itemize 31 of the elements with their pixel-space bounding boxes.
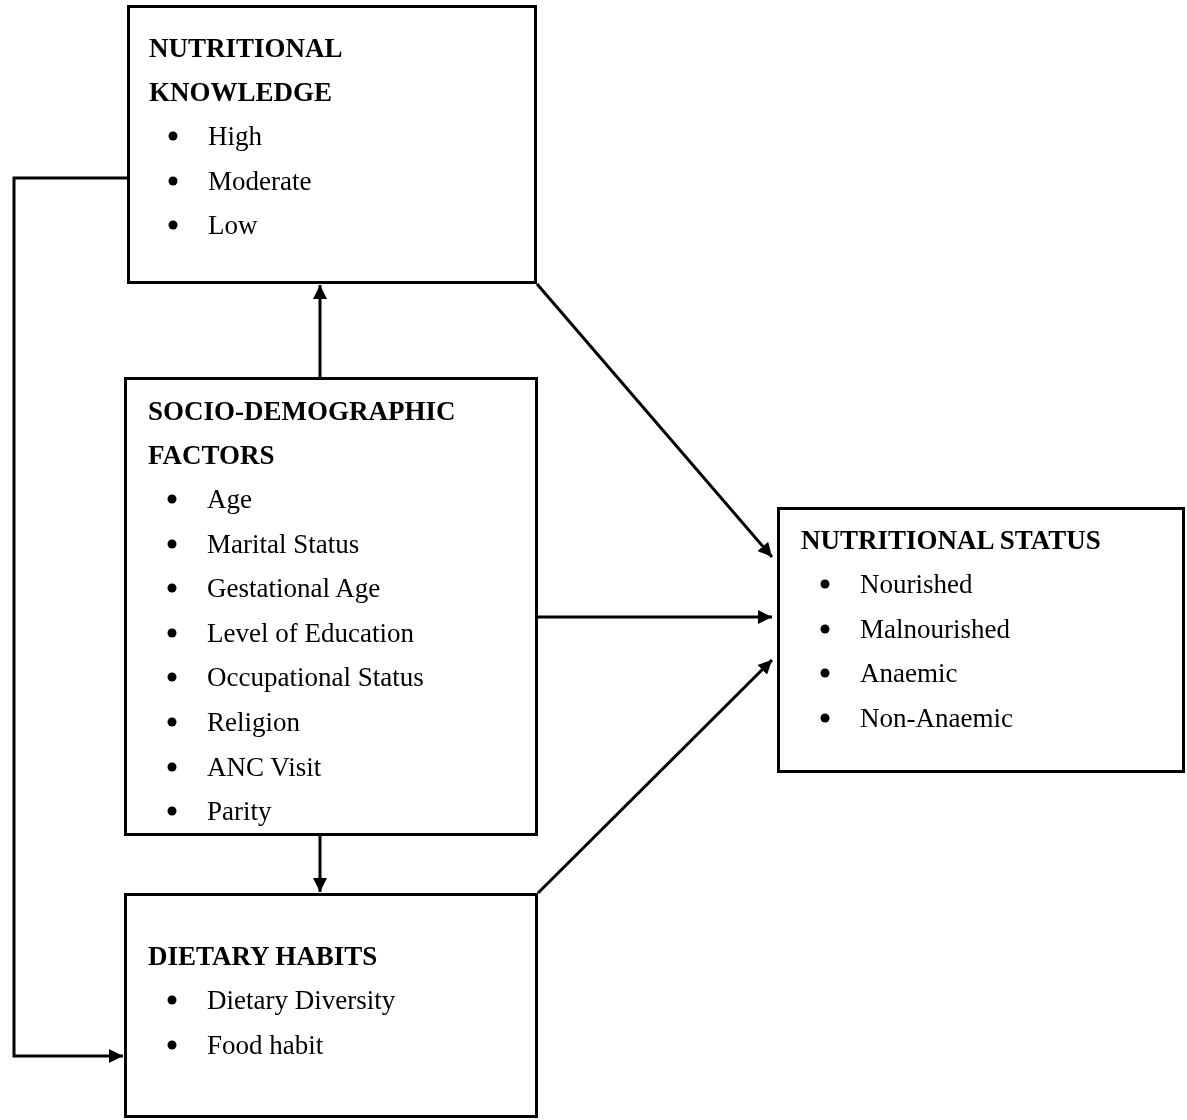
list-item: Gestational Age xyxy=(207,573,381,604)
list-item: High xyxy=(208,121,262,151)
list-item: Food habit xyxy=(207,1029,324,1060)
list-item: Nourished xyxy=(860,569,973,599)
list-item: Non-Anaemic xyxy=(860,702,1013,733)
list-item: Age xyxy=(207,484,252,514)
arrow xyxy=(535,283,774,558)
list-item: Moderate xyxy=(208,165,312,196)
list-item: Marital Status xyxy=(207,528,360,559)
list-item: Anaemic xyxy=(860,658,958,689)
arrow xyxy=(538,610,772,624)
list-item: Malnourished xyxy=(860,613,1010,644)
list-item: Level of Education xyxy=(207,617,414,648)
arrow xyxy=(536,658,774,895)
concept-box xyxy=(777,507,1185,773)
box-heading: SOCIO-DEMOGRAPHIC FACTORS xyxy=(148,395,457,472)
list-item: Parity xyxy=(207,796,272,827)
list-item: Occupational Status xyxy=(207,662,424,693)
arrow xyxy=(313,285,327,377)
concept-box xyxy=(127,5,537,284)
list-item: Religion xyxy=(207,706,300,737)
box-heading: DIETARY HABITS xyxy=(148,940,379,973)
concept-box xyxy=(124,893,538,1118)
list-item: Dietary Diversity xyxy=(207,985,396,1015)
box-heading: NUTRITIONAL KNOWLEDGE xyxy=(149,32,343,109)
concept-box xyxy=(124,377,538,836)
arrow xyxy=(313,836,327,892)
list-item: ANC Visit xyxy=(207,751,322,782)
arrow xyxy=(12,176,127,1063)
box-heading: NUTRITIONAL STATUS xyxy=(801,524,1102,557)
list-item: Low xyxy=(208,210,258,241)
